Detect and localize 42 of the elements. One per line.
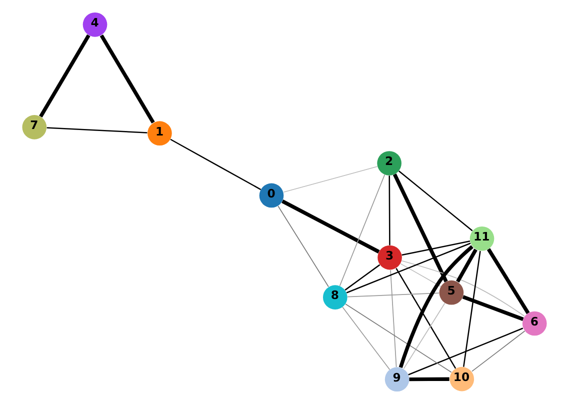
connector: [99, 34, 154, 124]
node-circle: 7: [22, 115, 46, 140]
connector: [277, 206, 328, 288]
connector: [392, 173, 448, 282]
connector: [402, 302, 445, 370]
connector: [346, 292, 439, 298]
node-circle: 1: [147, 121, 172, 146]
node-circle: 9: [384, 367, 409, 392]
connector: [390, 270, 396, 368]
connector: [338, 174, 385, 286]
connector: [46, 127, 147, 134]
connector: [401, 240, 470, 256]
connector: [346, 242, 470, 294]
node-circle: 5: [438, 280, 464, 305]
connector: [399, 263, 441, 287]
connector: [400, 260, 524, 317]
connector: [342, 306, 390, 370]
connector: [170, 138, 261, 190]
connector: [462, 295, 524, 321]
connector: [462, 251, 480, 367]
node-circle: 0: [258, 183, 284, 208]
node-circle: 8: [322, 285, 347, 310]
node-circle: 2: [376, 151, 401, 176]
node-circle: 3: [377, 245, 402, 270]
connector: [456, 248, 477, 283]
connector: [398, 245, 473, 368]
connector: [344, 304, 452, 373]
connector: [471, 330, 525, 372]
connector: [281, 200, 380, 254]
node-circle: 6: [522, 311, 546, 336]
node-circle: 4: [82, 12, 107, 37]
connector: [398, 170, 472, 232]
connector: [282, 166, 378, 193]
connector: [395, 268, 456, 369]
connector: [486, 248, 530, 314]
connector: [388, 176, 390, 246]
node-circle: 11: [469, 226, 494, 251]
connector: [408, 377, 449, 382]
node-circle: 10: [449, 366, 474, 392]
connector: [408, 328, 523, 376]
connector: [38, 34, 90, 118]
connector: [344, 264, 380, 291]
